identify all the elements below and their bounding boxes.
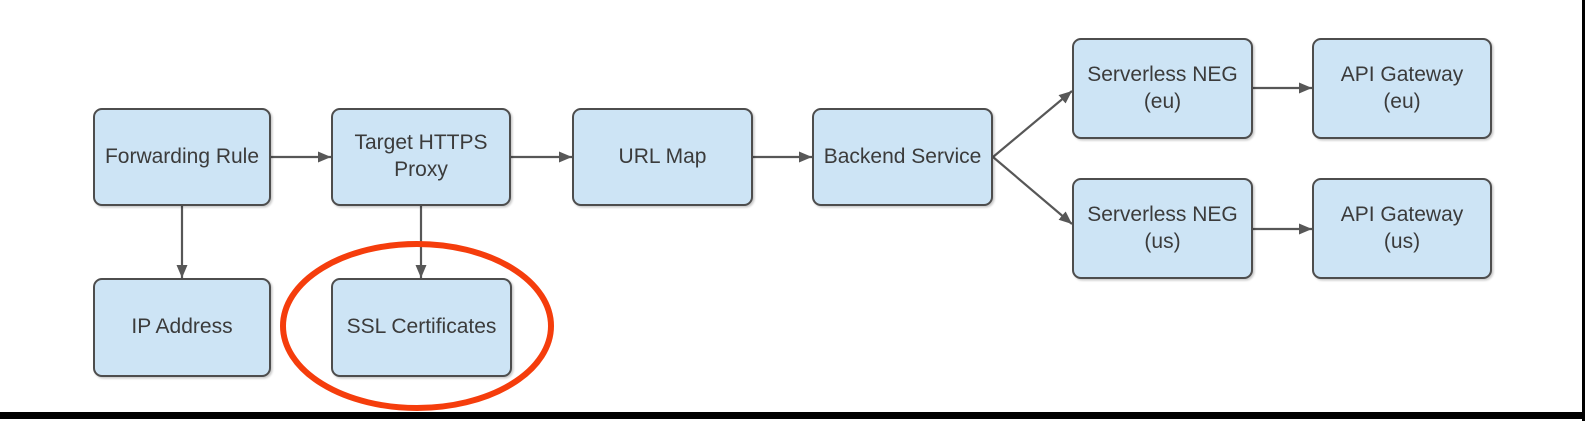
node-label: (us) bbox=[1383, 229, 1421, 253]
arrow-backend-service-to-serverless-neg-eu bbox=[992, 90, 1073, 158]
node-label: IP Address bbox=[131, 315, 233, 339]
node-backend-service: Backend Service bbox=[812, 108, 993, 206]
node-label: API Gateway bbox=[1340, 202, 1464, 226]
node-api-gateway-eu: API Gateway (eu) bbox=[1312, 38, 1492, 139]
node-url-map: URL Map bbox=[572, 108, 753, 206]
node-label: Proxy bbox=[394, 158, 448, 181]
node-ip-address: IP Address bbox=[93, 278, 271, 377]
node-serverless-neg-eu: Serverless NEG (eu) bbox=[1072, 38, 1253, 139]
node-label: URL Map bbox=[618, 144, 707, 168]
node-api-gateway-us: API Gateway (us) bbox=[1312, 178, 1492, 279]
node-label: (eu) bbox=[1143, 89, 1182, 113]
node-label: API Gateway bbox=[1340, 62, 1464, 86]
window-edge-right bbox=[1582, 0, 1585, 421]
arrow-backend-service-to-serverless-neg-us bbox=[992, 156, 1073, 225]
node-label: Forwarding Rule bbox=[104, 144, 260, 168]
node-label: SSL Certificates bbox=[346, 315, 497, 339]
node-label: Target HTTPS bbox=[354, 131, 488, 155]
node-label: Serverless NEG bbox=[1087, 202, 1238, 226]
node-label: (us) bbox=[1144, 229, 1181, 253]
node-ssl-certificates: SSL Certificates bbox=[331, 278, 512, 377]
node-serverless-neg-us: Serverless NEG (us) bbox=[1072, 178, 1253, 279]
node-label: Serverless NEG bbox=[1087, 62, 1238, 86]
node-label: Backend Service bbox=[823, 144, 982, 168]
node-target-https-proxy: Target HTTPS Proxy bbox=[331, 108, 511, 206]
window-edge-bottom bbox=[0, 412, 1585, 419]
node-forwarding-rule: Forwarding Rule bbox=[93, 108, 271, 206]
node-label: (eu) bbox=[1383, 89, 1421, 113]
